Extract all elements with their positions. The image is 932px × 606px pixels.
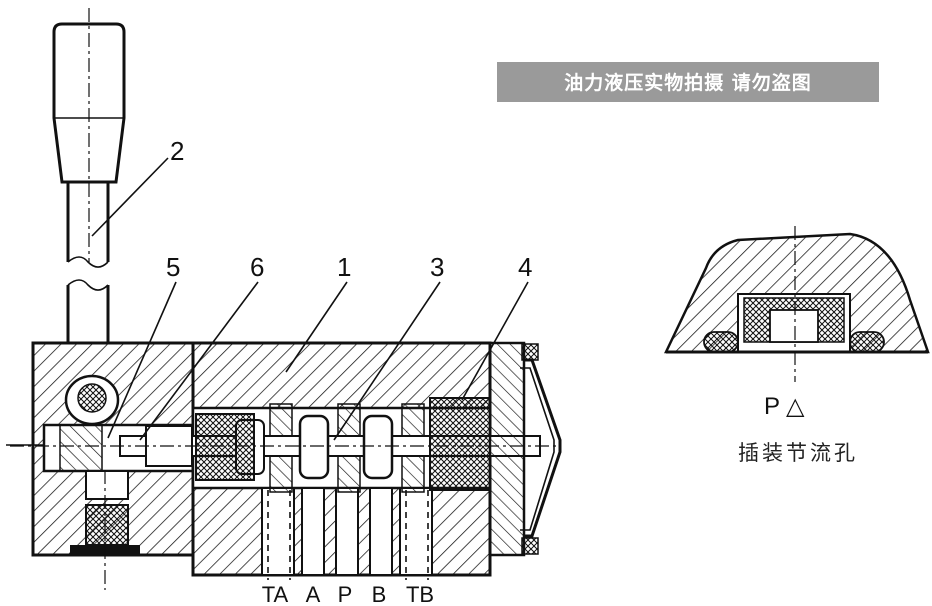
port-ta: TA bbox=[262, 582, 289, 606]
port-labels: TA A P B TB bbox=[262, 582, 434, 606]
port-p: P bbox=[338, 582, 353, 606]
callout-1: 1 bbox=[337, 252, 351, 282]
watermark-text: 油力液压实物拍摄 请勿盗图 bbox=[564, 71, 812, 94]
watermark-banner bbox=[497, 62, 879, 102]
port-b: B bbox=[372, 582, 387, 606]
right-end-cap bbox=[429, 341, 562, 557]
detail-triangle-symbol: △ bbox=[786, 393, 805, 420]
handle-lever bbox=[52, 8, 126, 343]
callout-3: 3 bbox=[430, 252, 444, 282]
callouts: 2 5 6 1 3 4 bbox=[91, 136, 532, 441]
detail-port-label: P bbox=[764, 393, 780, 420]
watermark: 油力液压实物拍摄 请勿盗图 bbox=[497, 62, 879, 102]
callout-5: 5 bbox=[166, 252, 180, 282]
port-tb: TB bbox=[406, 582, 434, 606]
callout-2: 2 bbox=[170, 136, 184, 166]
handle-grip bbox=[52, 22, 126, 184]
port-a: A bbox=[306, 582, 321, 606]
detail-caption: 插装节流孔 bbox=[738, 441, 858, 465]
callout-6: 6 bbox=[250, 252, 264, 282]
callout-4: 4 bbox=[518, 252, 532, 282]
detail-orifice-view: P △ 插装节流孔 bbox=[664, 226, 930, 465]
